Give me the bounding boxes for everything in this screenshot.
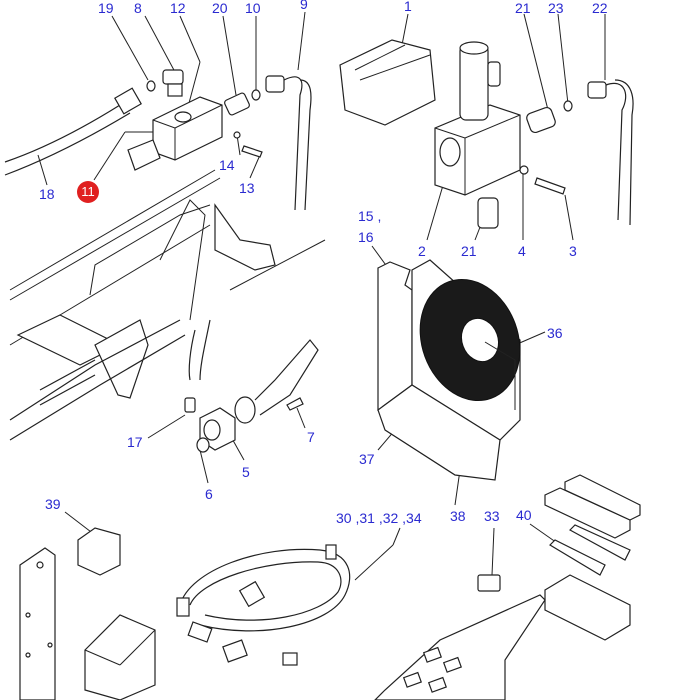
callout-14: 14 (219, 157, 235, 173)
callout-13: 13 (239, 180, 255, 196)
callout-1: 1 (404, 0, 412, 14)
console-panel (374, 594, 546, 700)
callout-39: 39 (45, 496, 61, 512)
oring-23 (563, 100, 573, 112)
callout-2: 2 (418, 243, 426, 259)
fitting-17 (184, 397, 196, 413)
callout-3: 3 (569, 243, 577, 259)
switch-33 (477, 574, 501, 592)
callout-20: 20 (212, 0, 228, 16)
elbow-8 (162, 69, 184, 97)
valve-block-11 (127, 96, 223, 171)
cover-1 (339, 39, 436, 126)
fitting-21-upper (526, 106, 556, 134)
callout-21-lower: 21 (461, 243, 477, 259)
callout-12: 12 (170, 0, 186, 16)
callout-40: 40 (516, 507, 532, 523)
fuse-cover-40 (544, 474, 641, 641)
callout-9: 9 (300, 0, 308, 12)
callout-18: 18 (39, 186, 55, 202)
hose-22 (587, 79, 634, 226)
callout-6: 6 (205, 486, 213, 502)
callout-22: 22 (592, 0, 608, 16)
bracket-plate (19, 547, 56, 700)
callout-19: 19 (98, 0, 114, 16)
callout-10: 10 (245, 0, 261, 16)
washer-14 (233, 131, 241, 139)
hose-9 (265, 75, 312, 211)
hose-18 (4, 87, 142, 176)
frame (9, 169, 326, 441)
callout-36: 36 (547, 325, 563, 341)
bolt-3 (534, 177, 566, 195)
hose-flange (234, 339, 319, 424)
callout-38: 38 (450, 508, 466, 524)
callout-37: 37 (359, 451, 375, 467)
callout-11-highlighted[interactable]: 11 (77, 181, 99, 203)
oring-6 (196, 437, 210, 453)
callout-4: 4 (518, 243, 526, 259)
flange-5 (199, 407, 236, 451)
fitting-21-lower (477, 197, 499, 229)
callout-23: 23 (548, 0, 564, 16)
fan-36 (419, 278, 521, 410)
oring-19 (146, 80, 156, 92)
callout-8: 8 (134, 0, 142, 16)
callout-15: 15 , (358, 208, 382, 224)
callout-33: 33 (484, 508, 500, 524)
control-module (84, 614, 156, 700)
callout-21-upper: 21 (515, 0, 531, 16)
washer-4 (519, 165, 529, 175)
callout-17: 17 (127, 434, 143, 450)
bolt-7 (286, 397, 304, 411)
fitting-20 (224, 92, 250, 116)
callout-30-31-32-34: 30 ,31 ,32 ,34 (336, 510, 422, 526)
callout-16: 16 (358, 229, 374, 245)
callout-5: 5 (242, 464, 250, 480)
wire-harness (176, 544, 351, 666)
oring-10 (251, 89, 261, 101)
valve-2 (434, 41, 521, 196)
bolt-13 (241, 145, 263, 158)
callout-7: 7 (307, 429, 315, 445)
switch-39 (77, 527, 121, 576)
